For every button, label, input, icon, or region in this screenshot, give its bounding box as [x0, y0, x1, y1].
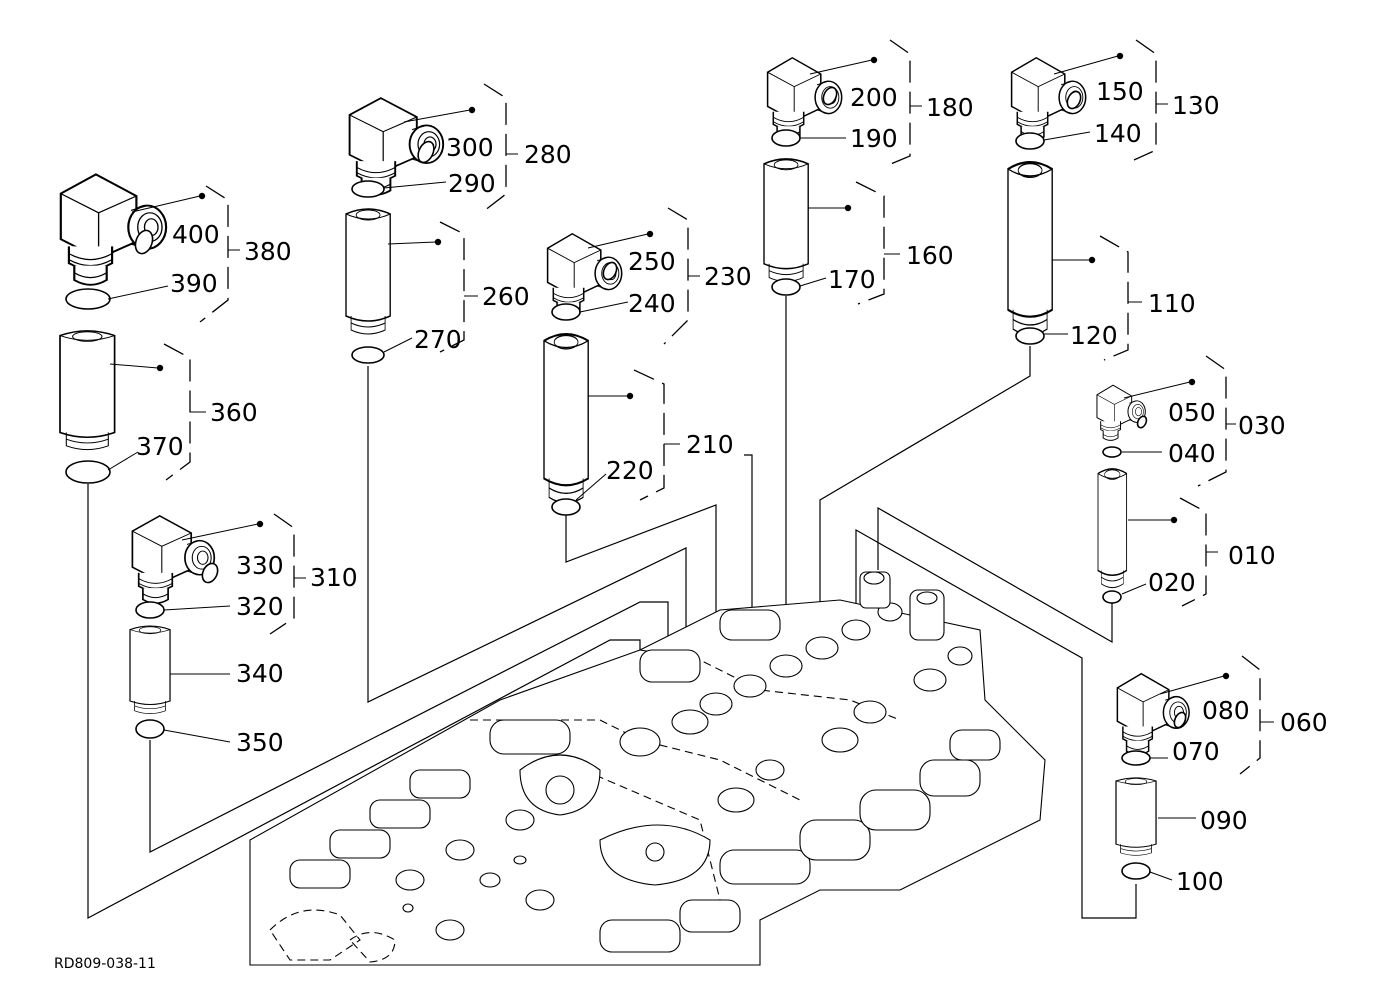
label-170: 170 [828, 265, 876, 294]
label-090: 090 [1200, 806, 1248, 835]
label-200: 200 [850, 83, 898, 112]
label-260: 260 [482, 282, 530, 311]
label-340: 340 [236, 659, 284, 688]
label-400: 400 [172, 220, 220, 249]
label-130: 130 [1172, 91, 1220, 120]
label-160: 160 [906, 241, 954, 270]
fitting-assembly-180 [763, 57, 843, 296]
label-140: 140 [1094, 119, 1142, 148]
label-350: 350 [236, 728, 284, 757]
fitting-assembly-230 [542, 233, 623, 516]
label-250: 250 [628, 247, 676, 276]
label-150: 150 [1096, 77, 1144, 106]
label-390: 390 [170, 269, 218, 298]
label-370: 370 [136, 432, 184, 461]
label-020: 020 [1148, 568, 1196, 597]
label-060: 060 [1280, 708, 1328, 737]
label-070: 070 [1172, 737, 1220, 766]
label-080: 080 [1202, 696, 1250, 725]
label-270: 270 [414, 325, 462, 354]
label-180: 180 [926, 93, 974, 122]
label-030: 030 [1238, 411, 1286, 440]
label-210: 210 [686, 430, 734, 459]
label-100: 100 [1176, 867, 1224, 896]
label-120: 120 [1070, 321, 1118, 350]
label-360: 360 [210, 398, 258, 427]
fitting-assembly-030 [1096, 384, 1148, 604]
leaders [107, 39, 1274, 881]
label-330: 330 [236, 551, 284, 580]
label-110: 110 [1148, 289, 1196, 318]
label-310: 310 [310, 563, 358, 592]
label-010: 010 [1228, 541, 1276, 570]
label-300: 300 [446, 133, 494, 162]
label-320: 320 [236, 592, 284, 621]
label-280: 280 [524, 140, 572, 169]
fitting-assembly-130 [1006, 57, 1087, 345]
label-190: 190 [850, 124, 898, 153]
fitting-assembly-060 [1115, 673, 1190, 880]
label-290: 290 [448, 169, 496, 198]
label-240: 240 [628, 289, 676, 318]
part-labels: 400 380 390 360 370 300 280 290 260 270 … [54, 77, 1328, 972]
drawing-code: RD809-038-11 [54, 956, 156, 972]
label-040: 040 [1168, 439, 1216, 468]
control-valve-body [249, 571, 1046, 966]
fitting-assembly-380 [59, 173, 168, 484]
fitting-assembly-280 [345, 97, 445, 364]
label-220: 220 [606, 456, 654, 485]
label-230: 230 [704, 262, 752, 291]
fitting-assembly-310 [129, 515, 219, 739]
label-380: 380 [244, 237, 292, 266]
label-050: 050 [1168, 398, 1216, 427]
